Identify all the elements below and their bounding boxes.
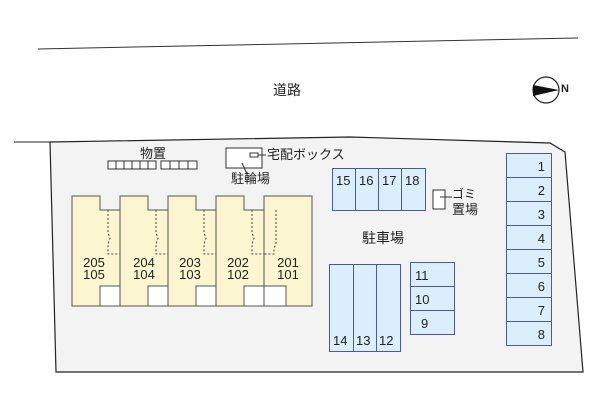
parking-space-3: 3 bbox=[506, 201, 552, 226]
parking-space-18: 18 bbox=[401, 168, 426, 211]
parking-space-4: 4 bbox=[506, 225, 552, 250]
parking-space-13: 13 bbox=[353, 264, 378, 352]
garbage-label-1: ゴミ bbox=[452, 187, 477, 201]
road-label: 道路 bbox=[273, 83, 301, 99]
parking-space-11: 11 bbox=[410, 262, 455, 287]
garbage-label-2: 置場 bbox=[452, 203, 479, 218]
parking-space-17: 17 bbox=[378, 168, 403, 211]
parking-space-7: 7 bbox=[506, 297, 552, 322]
parking-space-12: 12 bbox=[376, 264, 401, 352]
parking-space-2: 2 bbox=[506, 177, 552, 202]
parking-space-14: 14 bbox=[329, 264, 354, 352]
delivery-box-label: 宅配ボックス bbox=[267, 148, 345, 163]
parking-space-16: 16 bbox=[355, 168, 380, 211]
parking-space-10: 10 bbox=[410, 286, 455, 311]
parking-space-9: 9 bbox=[410, 310, 455, 335]
storage-label: 物置 bbox=[140, 147, 167, 162]
parking-lot-label: 駐車場 bbox=[362, 231, 404, 247]
parking-space-5: 5 bbox=[506, 249, 552, 274]
parking-space-1: 1 bbox=[506, 153, 552, 178]
parking-space-15: 15 bbox=[332, 168, 357, 211]
parking-space-6: 6 bbox=[506, 273, 552, 298]
compass-icon bbox=[532, 76, 560, 104]
bike-parking-label: 駐輪場 bbox=[231, 172, 271, 187]
north-label: N bbox=[561, 83, 569, 95]
parking-space-8: 8 bbox=[506, 321, 552, 346]
